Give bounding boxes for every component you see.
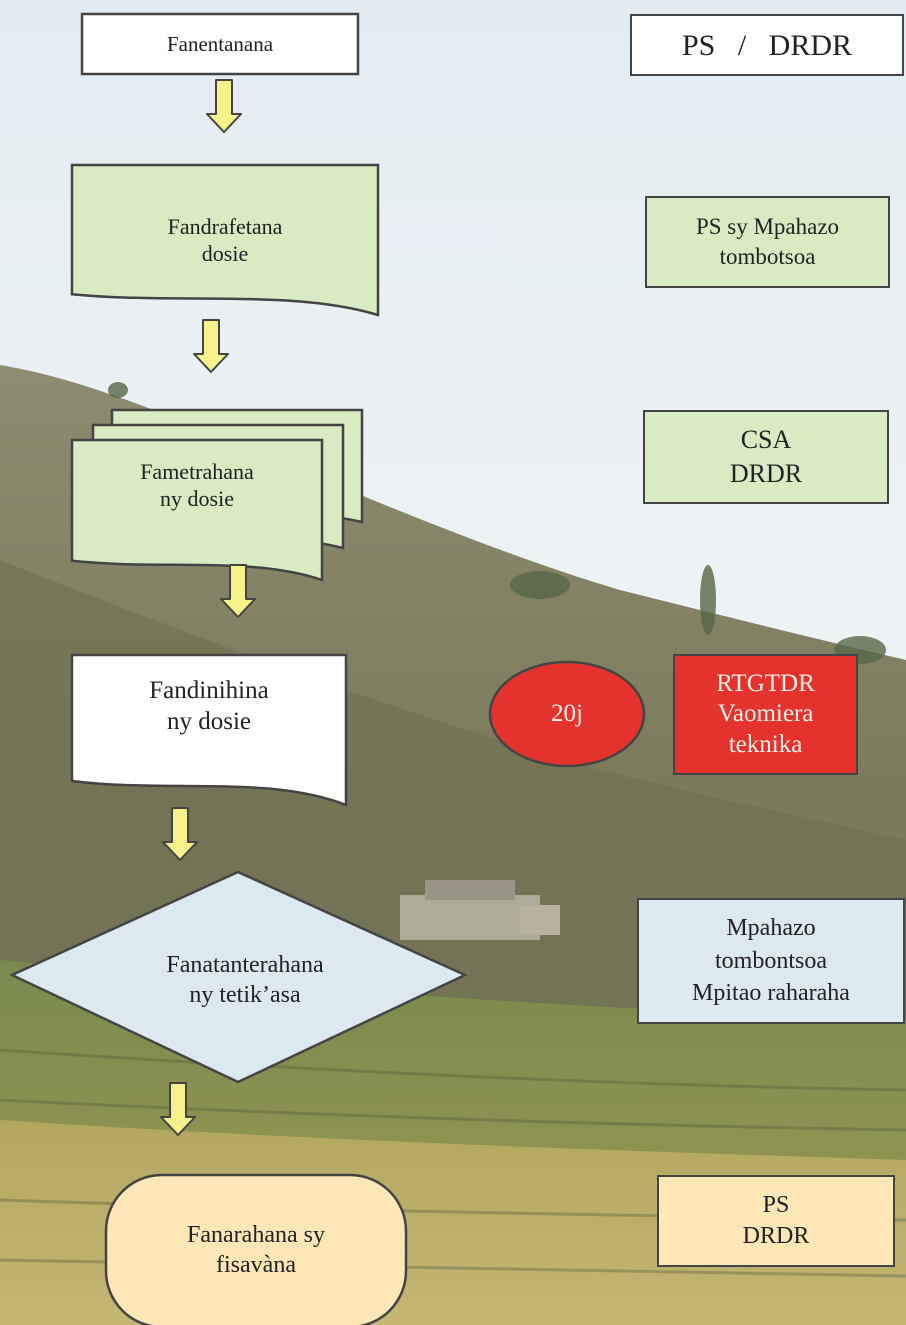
- actor-csa-drdr-line-1: CSA: [740, 425, 792, 455]
- actor-ps-mpahazo-line-2: tombotsoa: [719, 244, 816, 269]
- flow-arrow-5: [160, 1082, 196, 1136]
- actor-ps-mpahazo-line-1: PS sy Mpahazo: [695, 214, 840, 240]
- actor-mpahazo-mpitao: Mpahazo tombontsoa Mpitao raharaha: [637, 898, 905, 1024]
- fanarahana-line-2: fisavàna: [216, 1252, 296, 1278]
- flow-arrow-1: [206, 79, 242, 133]
- fanatanterahana-decision: [9, 870, 468, 1084]
- fanarahana-label: Fanarahana sy fisavàna: [106, 1190, 406, 1310]
- fanentanana-line-1: Fanentanana: [166, 31, 274, 56]
- actor-ps-drdr-top-line-1: PS / DRDR: [681, 28, 853, 62]
- fandrafetana-line-2: dosie: [201, 241, 249, 266]
- fandinihina-label: Fandinihina ny dosie: [72, 658, 346, 754]
- flow-arrow-4: [162, 807, 198, 861]
- actor-mpahazo-mpitao-line-3: Mpitao raharaha: [692, 980, 850, 1007]
- duration-badge-text: 20j: [551, 700, 583, 728]
- actor-rtgtdr-line-1: RTGTDR: [716, 669, 815, 697]
- fametrahana-line-2: ny dosie: [160, 486, 234, 511]
- actor-ps-drdr-bottom: PS DRDR: [657, 1175, 895, 1267]
- fanatanterahana-label: Fanatanterahana ny tetik’asa: [80, 935, 410, 1025]
- flow-arrow-2: [193, 319, 229, 373]
- fandrafetana-label: Fandrafetana dosie: [72, 195, 378, 285]
- actor-ps-mpahazo: PS sy Mpahazo tombotsoa: [645, 196, 890, 288]
- fametrahana-document-front: [70, 438, 324, 582]
- actor-rtgtdr: RTGTDR Vaomiera teknika: [673, 654, 858, 775]
- fandinihina-document: [70, 653, 348, 807]
- actor-rtgtdr-line-3: teknika: [728, 730, 803, 758]
- actor-ps-drdr-bottom-line-2: DRDR: [742, 1223, 810, 1249]
- fametrahana-label: Fametrahana ny dosie: [72, 445, 322, 525]
- fandinihina-line-2: ny dosie: [166, 708, 252, 735]
- fandrafetana-line-1: Fandrafetana: [167, 213, 283, 239]
- fanentanana-box: [80, 12, 360, 76]
- fandrafetana-document: [70, 163, 380, 317]
- actor-rtgtdr-line-2: Vaomiera: [717, 700, 814, 728]
- fanatanterahana-line-1: Fanatanterahana: [166, 952, 324, 978]
- actor-mpahazo-mpitao-line-2: tombontsoa: [715, 947, 827, 974]
- fanarahana-terminator: [104, 1173, 408, 1325]
- fandinihina-line-1: Fandinihina: [149, 676, 269, 704]
- actor-ps-drdr-bottom-line-1: PS: [762, 1191, 790, 1218]
- duration-badge-label: 20j: [490, 658, 644, 770]
- actor-ps-drdr-top: PS / DRDR: [630, 14, 904, 76]
- actor-csa-drdr-line-2: DRDR: [729, 459, 803, 488]
- fanarahana-line-1: Fanarahana sy: [187, 1222, 325, 1248]
- fanatanterahana-line-2: ny tetik’asa: [189, 982, 301, 1008]
- fanentanana-label: Fanentanana: [82, 14, 358, 74]
- actor-mpahazo-mpitao-line-1: Mpahazo: [726, 915, 816, 942]
- flow-arrow-3: [220, 564, 256, 618]
- fametrahana-line-1: Fametrahana: [140, 458, 254, 484]
- duration-badge: [488, 660, 646, 768]
- actor-csa-drdr: CSA DRDR: [643, 410, 889, 504]
